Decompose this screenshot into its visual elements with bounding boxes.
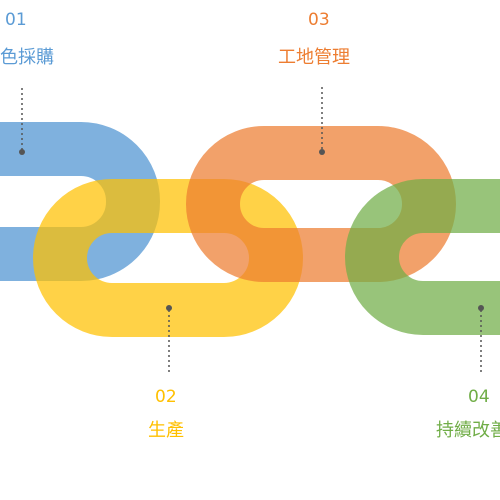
step-number-01: 01 [5,10,27,30]
step-label-02: 生產 [148,420,184,441]
chain-link-04 [345,179,500,335]
connector-dot-03 [319,149,325,155]
step-label-01: 綠色採購 [0,47,54,68]
connector-dot-02 [166,305,172,311]
step-number-02: 02 [155,387,177,407]
step-number-03: 03 [308,10,330,30]
step-label-03: 工地管理 [278,47,350,68]
connector-dot-01 [19,149,25,155]
step-label-04: 持續改善 [436,420,500,441]
connector-dot-04 [478,305,484,311]
step-number-04: 04 [468,387,490,407]
